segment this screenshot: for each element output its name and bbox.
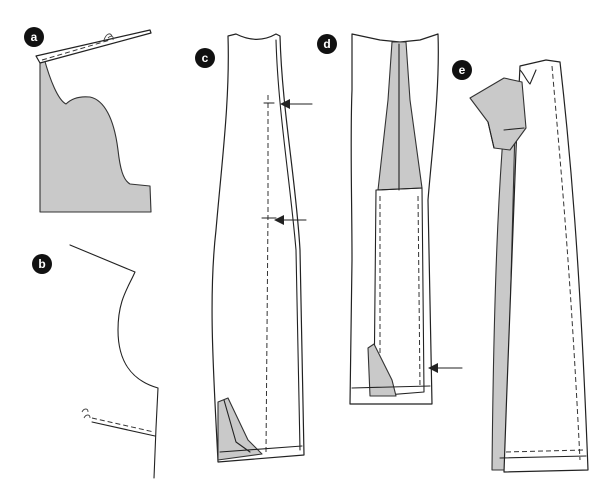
step-d-facing-panel: [373, 187, 425, 397]
step-d-hem-edge: [351, 385, 431, 389]
step-e-hem-edge: [499, 455, 587, 459]
step-c-hem-edge: [219, 445, 303, 453]
step-c-side-seam: [275, 39, 301, 451]
step-c-stitch-line: [265, 95, 269, 453]
step-c-garment-body: [211, 33, 305, 463]
step-e-sleeve-seam: [487, 121, 525, 149]
step-a-shaded-fabric: [39, 57, 152, 213]
step-e-hem-stitch: [505, 449, 585, 453]
step-d-arrow-head: [428, 363, 438, 373]
step-badge-c: c: [195, 48, 215, 68]
step-label-a: a: [31, 30, 38, 44]
step-c-illustration: [211, 33, 313, 463]
step-badge-d: d: [317, 34, 337, 54]
step-c-hem-fold-line: [223, 399, 251, 453]
step-c-arrow-lower-head: [274, 215, 284, 225]
step-label-e: e: [459, 63, 466, 77]
step-b-fold-edge: [91, 421, 156, 437]
step-badge-b: b: [32, 254, 52, 274]
step-e-sleeve: [469, 77, 527, 151]
step-badge-a: a: [24, 27, 44, 47]
step-d-garment-body: [349, 33, 439, 405]
step-a-shoulder-seam: [35, 29, 152, 64]
step-label-c: c: [202, 51, 209, 65]
step-a-stitch-line: [41, 39, 111, 61]
step-a-illustration: [35, 29, 152, 213]
step-d-illustration: [349, 33, 463, 405]
step-c-arrow-upper-head: [280, 99, 290, 109]
step-e-garment-body: [503, 59, 589, 473]
step-b-garment-edge: [69, 244, 159, 479]
step-e-illustration: [469, 59, 589, 473]
step-b-thread-end: [81, 408, 91, 419]
step-c-hem-fold: [217, 397, 263, 461]
step-label-d: d: [323, 37, 330, 51]
step-b-stitch-line: [91, 417, 155, 433]
step-label-b: b: [38, 257, 45, 271]
step-e-neckline: [519, 69, 537, 85]
step-e-stitch-line: [551, 65, 581, 461]
step-badge-e: e: [452, 60, 472, 80]
step-b-illustration: [69, 244, 159, 479]
step-a-thread-end: [103, 33, 114, 41]
